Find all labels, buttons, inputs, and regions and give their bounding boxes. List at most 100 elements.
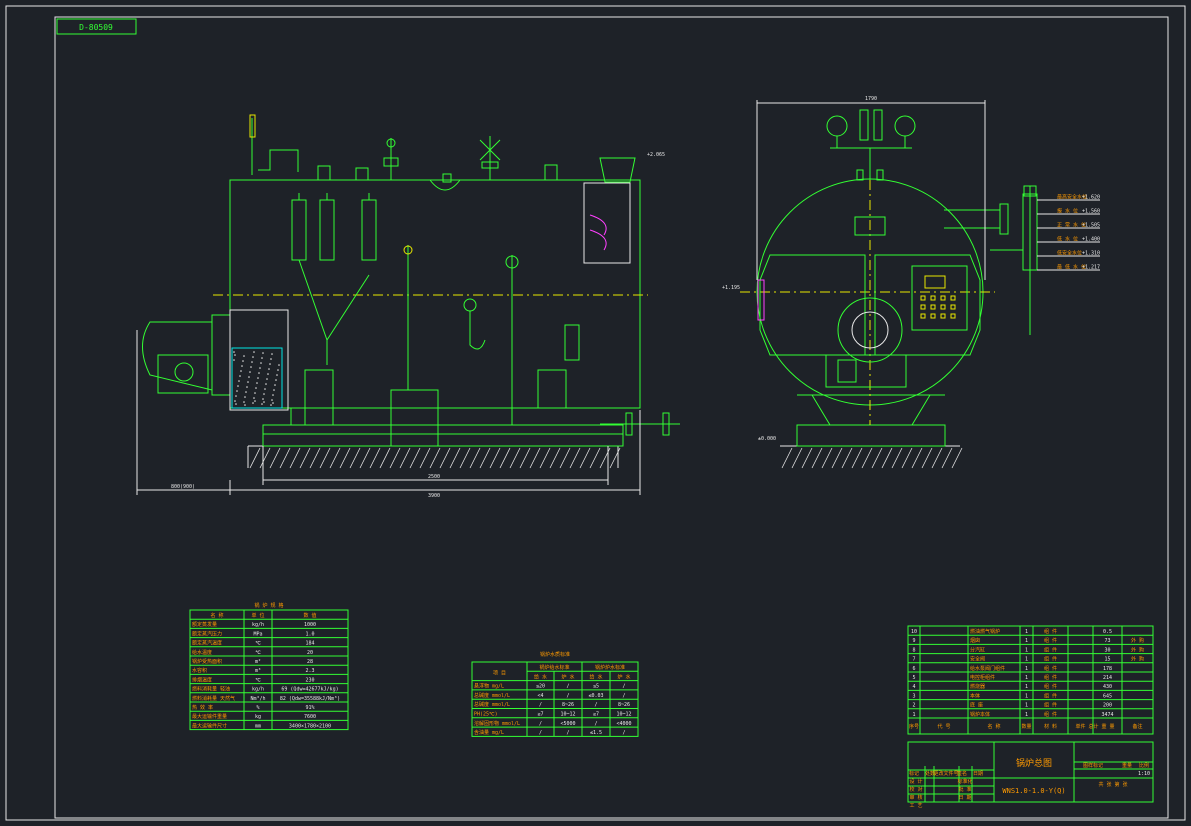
parts-header: 序号 xyxy=(909,723,919,730)
spec-cell: 额定蒸汽温度 xyxy=(192,640,222,647)
part-weight: 178 xyxy=(1103,666,1112,672)
spec-cell: 热 效 率 xyxy=(192,704,213,711)
title-block-role-b: 日 期 xyxy=(958,795,971,801)
part-no: 6 xyxy=(912,666,915,672)
part-material: 组 件 xyxy=(1044,656,1057,663)
water-cell: / xyxy=(594,721,597,727)
water-subheader: 项 目 xyxy=(493,670,506,676)
drawing-model: WNS1.0-1.0-Y(Q) xyxy=(1002,787,1065,795)
level-value: +1.217 xyxy=(1082,265,1100,271)
water-cell: / xyxy=(566,730,569,736)
part-no: 4 xyxy=(912,684,915,690)
part-name: 锅炉本体 xyxy=(970,711,990,718)
part-name: 底 座 xyxy=(970,702,983,709)
part-material: 组 件 xyxy=(1044,711,1057,718)
part-qty: 1 xyxy=(1025,647,1028,653)
stage-label: 图样标记 xyxy=(1083,762,1103,769)
parts-header: 名 称 xyxy=(987,723,1000,730)
part-weight: 645 xyxy=(1103,693,1112,699)
part-name: 本体 xyxy=(970,692,980,699)
water-cell: ≥7 xyxy=(537,712,543,718)
water-cell: / xyxy=(539,721,542,727)
parts-header: 备注 xyxy=(1132,723,1142,730)
part-material: 组 件 xyxy=(1044,637,1057,644)
sheet-label: 共 张 第 张 xyxy=(1098,781,1127,788)
water-cell: 总碱度 mmol/L xyxy=(474,692,510,699)
part-no: 10 xyxy=(911,629,917,635)
level-label: 最 低 水 位 xyxy=(1057,264,1086,271)
burner-housing xyxy=(142,321,213,391)
spec-cell: 28 xyxy=(307,659,313,665)
spec-cell: 锅炉受热面积 xyxy=(192,658,222,665)
part-qty: 1 xyxy=(1025,657,1028,663)
dim-front-inner: 2500 xyxy=(428,474,440,480)
title-block-label: 签名 xyxy=(957,770,967,777)
level-label: 报 水 位 xyxy=(1057,208,1078,215)
spec-cell: mm xyxy=(255,723,261,729)
control-panel xyxy=(911,265,968,331)
water-cell: <4000 xyxy=(616,721,631,727)
spec-cell: 82 (Qdw=35588kJ/Nm³) xyxy=(280,696,340,702)
level-label: 正 常 水 位 xyxy=(1057,222,1086,229)
spec-cell: 最大运输件尺寸 xyxy=(192,722,227,729)
spec-cell: 1.0 xyxy=(305,631,314,637)
water-cell: ≤5 xyxy=(593,684,599,690)
outer-border xyxy=(5,5,1186,821)
part-weight: 15 xyxy=(1104,657,1110,663)
spec-cell: kg xyxy=(255,714,261,720)
water-cell: / xyxy=(539,702,542,708)
title-block-role-b: 批 准 xyxy=(958,786,971,793)
water-cell: / xyxy=(622,730,625,736)
title-block: 标记处数更改文件号签名日期设 计校 对审 核工 艺标准化批 准日 期锅炉总图WN… xyxy=(907,741,1154,809)
water-cell: / xyxy=(566,693,569,699)
parts-header: 材 料 xyxy=(1044,723,1057,730)
spec-cell: 91% xyxy=(305,705,314,711)
water-cell: <5000 xyxy=(560,721,575,727)
chimney-outlet xyxy=(599,157,636,183)
dim-side-axis: +1.195 xyxy=(722,285,740,291)
spec-cell: 3400×1780×2100 xyxy=(289,723,331,729)
title-block-role-b: 标准化 xyxy=(957,778,972,785)
spec-cell: 184 xyxy=(305,641,314,647)
spec-cell: 燃料消耗量 轻油 xyxy=(192,686,230,693)
spec-cell: 最大运输件重量 xyxy=(192,713,227,720)
spec-cell: m² xyxy=(255,659,261,665)
spec-cell: 2.3 xyxy=(305,668,314,674)
drawing-number: D-80509 xyxy=(79,23,113,32)
water-cell: ≤20 xyxy=(536,684,545,690)
water-cell: / xyxy=(594,702,597,708)
part-weight: 73 xyxy=(1104,638,1110,644)
level-label: 最高安全水位 xyxy=(1057,194,1087,201)
part-no: 8 xyxy=(912,647,915,653)
part-weight: 200 xyxy=(1103,703,1112,709)
level-label: 低 水 位 xyxy=(1057,236,1078,243)
title-block-label: 日期 xyxy=(973,771,983,777)
water-cell: PH(25℃) xyxy=(474,712,498,718)
part-name: 烟囱 xyxy=(970,637,980,644)
spec-cell: kg/h xyxy=(252,622,264,628)
spec-cell: 20 xyxy=(307,650,313,656)
part-no: 3 xyxy=(912,693,915,699)
spec-cell: ℃ xyxy=(255,650,261,656)
level-value: +1.400 xyxy=(1082,237,1100,243)
part-material: 组 件 xyxy=(1044,628,1057,635)
water-table-title: 锅炉水质标准 xyxy=(540,651,570,658)
water-subheader: 给 水 xyxy=(534,673,547,680)
part-weight: 3474 xyxy=(1101,712,1113,718)
spec-cell: % xyxy=(256,705,259,711)
part-name: 燃油燃气锅炉 xyxy=(970,628,1000,635)
spec-cell: 1000 xyxy=(304,622,316,628)
spec-cell: ℃ xyxy=(255,641,261,647)
spec-cell: 给水温度 xyxy=(192,649,212,656)
level-value: +1.310 xyxy=(1082,251,1100,257)
level-label: 低安全水位 xyxy=(1057,250,1082,257)
title-block-role: 审 核 xyxy=(909,794,922,801)
part-qty: 1 xyxy=(1025,684,1028,690)
drawing-title: 锅炉总图 xyxy=(1016,757,1052,769)
boiler-shell-front xyxy=(229,179,641,409)
spec-cell: 7600 xyxy=(304,714,316,720)
boiler-base xyxy=(262,424,624,447)
